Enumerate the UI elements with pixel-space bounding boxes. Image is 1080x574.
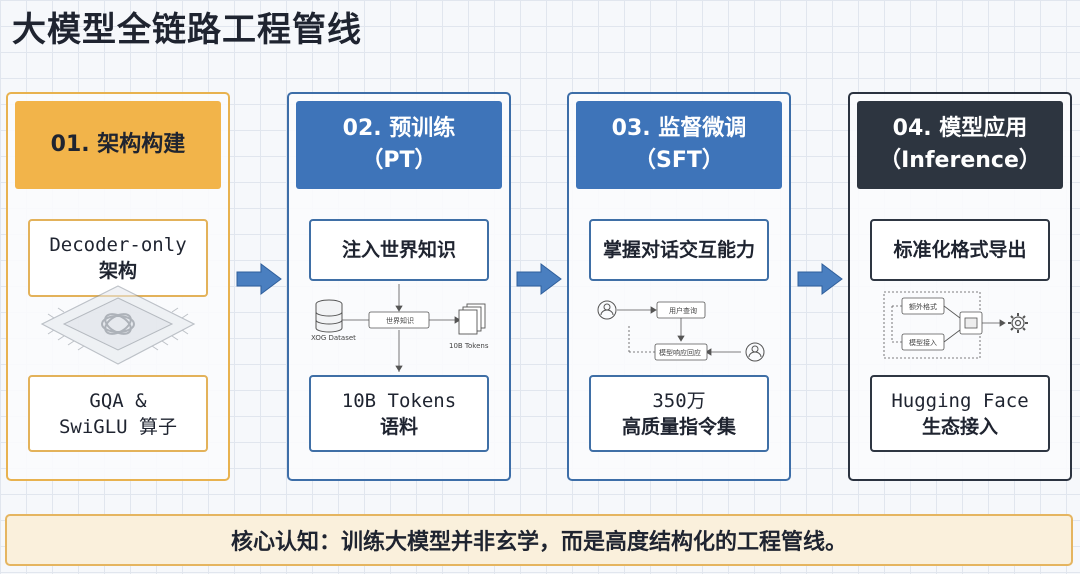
stage-header-title: 01. 架构构建 — [50, 132, 186, 157]
core-insight-banner: 核心认知：训练大模型并非玄学，而是高度结构化的工程管线。 — [5, 514, 1073, 566]
arrow-right-icon — [516, 263, 562, 295]
top-box-line1: 注入世界知识 — [341, 239, 456, 261]
gear-icon — [1008, 313, 1028, 333]
stage-inference: 04. 模型应用 （Inference） 标准化格式导出 额外格式 模型接入 — [848, 92, 1072, 481]
bottom-box-line2: 高质量指令集 — [621, 415, 736, 438]
bottom-box-line1: 350万 — [652, 389, 706, 412]
stage-header: 03. 监督微调 （SFT） — [576, 101, 782, 189]
assistant-icon — [745, 342, 765, 362]
documents-icon — [458, 303, 486, 335]
stage-header-subtitle: （SFT） — [634, 148, 724, 173]
stage-pretraining: 02. 预训练 （PT） 注入世界知识 XOG Dataset 世界知识 — [287, 92, 511, 481]
access-label: 模型接入 — [909, 338, 937, 347]
database-icon — [315, 299, 343, 333]
user-icon — [597, 300, 617, 320]
arrow-right-icon — [236, 263, 282, 295]
stage-header: 04. 模型应用 （Inference） — [857, 101, 1063, 189]
top-box-line1: 掌握对话交互能力 — [602, 239, 755, 261]
stage-bottom-box: Hugging Face 生态接入 — [870, 375, 1050, 452]
stage-bottom-box: 10B Tokens 语料 — [309, 375, 489, 452]
stage-header-title: 04. 模型应用 — [892, 116, 1028, 141]
dataset-label: XOG Dataset — [311, 334, 356, 342]
bottom-box-line1: Hugging Face — [891, 389, 1029, 412]
bottom-box-line1: 10B Tokens — [341, 389, 457, 412]
top-box-line1: 标准化格式导出 — [893, 239, 1027, 261]
stage-top-box: 注入世界知识 — [309, 219, 489, 281]
bottom-box-line2: SwiGLU 算子 — [58, 415, 178, 438]
stage-sft: 03. 监督微调 （SFT） 掌握对话交互能力 用户查询 模型响应回应 — [567, 92, 791, 481]
stage-header-title: 03. 监督微调 — [611, 116, 747, 141]
stage-top-box: 掌握对话交互能力 — [589, 219, 769, 281]
stage-top-box: 标准化格式导出 — [870, 219, 1050, 281]
user-query-label: 用户查询 — [669, 306, 697, 315]
center-label: 世界知识 — [386, 316, 414, 325]
bottom-box-line1: GQA & — [89, 389, 147, 412]
package-icon — [964, 317, 978, 329]
arrow-right-icon — [797, 263, 843, 295]
stage-header: 01. 架构构建 — [15, 101, 221, 189]
top-box-line2: 架构 — [98, 260, 137, 282]
tokens-label: 10B Tokens — [449, 342, 489, 350]
stage-header-subtitle: （Inference） — [879, 148, 1041, 173]
stage-top-box: Decoder-only 架构 — [28, 219, 208, 297]
stage-bottom-box: GQA & SwiGLU 算子 — [28, 375, 208, 452]
export-flow-diagram: 额外格式 模型接入 — [883, 291, 1028, 359]
model-response-label: 模型响应回应 — [659, 348, 701, 357]
bottom-box-line2: 生态接入 — [921, 415, 998, 438]
pretraining-flow-diagram: XOG Dataset 世界知识 10B Tokens — [311, 284, 489, 372]
stage-architecture: 01. 架构构建 Decoder-only 架构 GQA & Sw — [6, 92, 230, 481]
bottom-box-line2: 语料 — [379, 415, 418, 438]
stage-bottom-box: 350万 高质量指令集 — [589, 375, 769, 452]
sft-dialog-diagram: 用户查询 模型响应回应 — [597, 300, 765, 362]
top-box-line1: Decoder-only — [49, 234, 187, 256]
page-title: 大模型全链路工程管线 — [12, 10, 362, 50]
stage-header: 02. 预训练 （PT） — [296, 101, 502, 189]
stage-header-subtitle: （PT） — [361, 148, 437, 173]
format-label: 额外格式 — [909, 302, 937, 311]
chip-icon — [40, 285, 196, 365]
stage-header-title: 02. 预训练 — [342, 116, 456, 141]
